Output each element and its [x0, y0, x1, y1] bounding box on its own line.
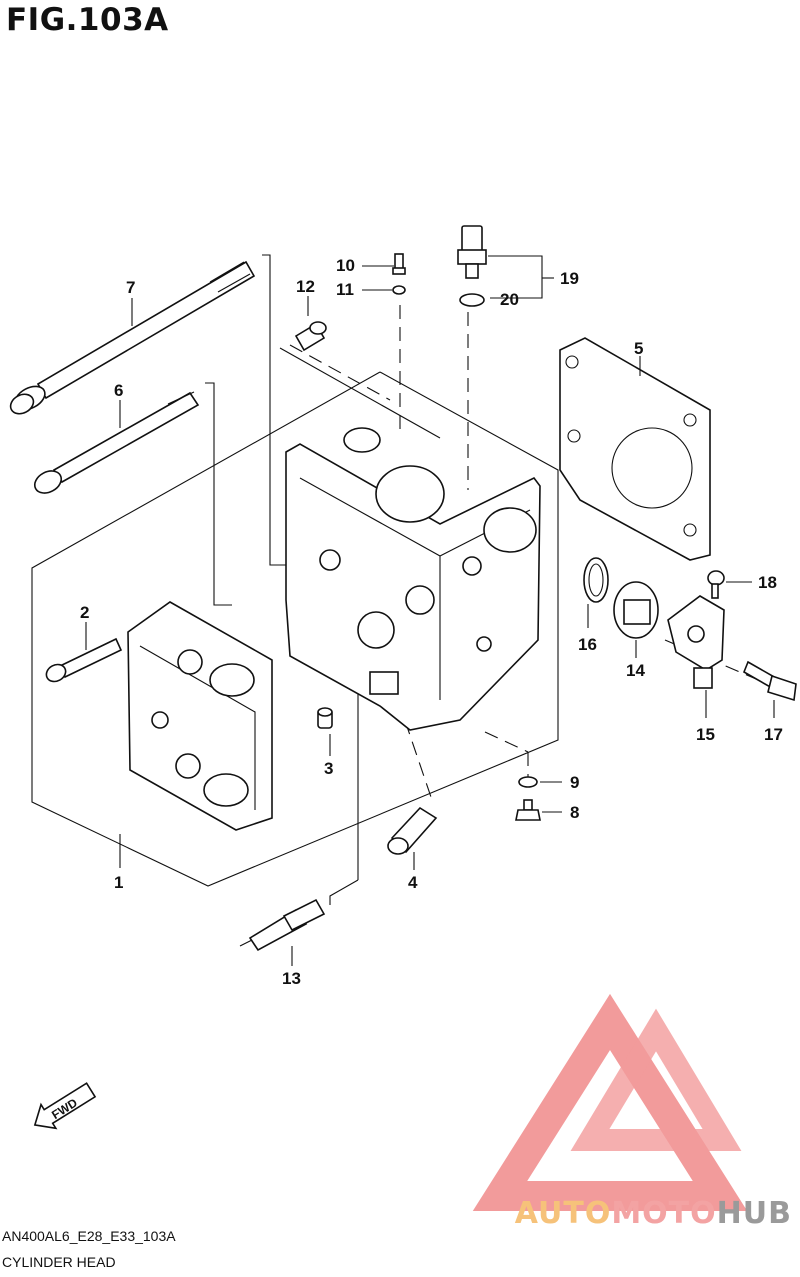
figure-code: AN400AL6_E28_E33_103A — [2, 1228, 176, 1244]
part-9-washer — [518, 776, 538, 788]
part-16-o-ring-inner — [588, 563, 604, 597]
figure-title: FIG.103A — [6, 2, 169, 38]
watermark-logo — [472, 993, 748, 1211]
cylinder-head-body — [285, 427, 541, 731]
callout-14: 14 — [626, 661, 645, 680]
construction-line — [262, 254, 290, 566]
part-19-sensor — [457, 225, 487, 279]
construction-line — [279, 347, 441, 439]
leader-lines — [85, 255, 775, 966]
part-14-thermostat — [613, 581, 659, 639]
callout-15: 15 — [696, 725, 715, 744]
part-17-bolt — [742, 660, 797, 702]
part-4-sleeve — [387, 806, 438, 855]
callout-7: 7 — [126, 278, 135, 297]
watermark-moto: MOTO — [611, 1196, 717, 1231]
callout-12: 12 — [296, 277, 315, 296]
part-12-dowel — [294, 321, 327, 352]
part-8-bolt — [515, 799, 541, 821]
fwd-arrow-icon: FWD — [33, 1082, 97, 1130]
assembly-outline — [31, 371, 559, 887]
part-1-camshaft-housing — [127, 601, 273, 831]
callout-19: 19 — [560, 269, 579, 288]
callout-13: 13 — [282, 969, 301, 988]
callout-6: 6 — [114, 381, 123, 400]
part-18-bolt — [707, 570, 725, 599]
callout-16: 16 — [578, 635, 597, 654]
callout-20: 20 — [500, 290, 519, 309]
callout-17: 17 — [764, 725, 783, 744]
centerline — [397, 699, 433, 801]
callout-2: 2 — [80, 603, 89, 622]
watermark-text: AUTOMOTOHUB — [515, 1196, 792, 1231]
part-3-dowel — [317, 707, 333, 729]
part-6-bolt — [33, 391, 200, 494]
part-5-gasket — [559, 337, 711, 561]
construction-line — [205, 382, 232, 606]
callout-10: 10 — [336, 256, 355, 275]
centerline — [484, 731, 529, 753]
part-20-o-ring — [459, 293, 485, 307]
watermark-hub: HUB — [716, 1196, 792, 1231]
callout-3: 3 — [324, 759, 333, 778]
callout-11: 11 — [336, 280, 354, 299]
callout-4: 4 — [408, 873, 418, 892]
part-15-thermostat-cover — [667, 595, 725, 689]
part-11-washer — [392, 285, 406, 295]
callout-5: 5 — [634, 339, 643, 358]
part-13-spark-plug — [239, 898, 326, 952]
part-2-bolt — [45, 637, 123, 683]
figure-name: CYLINDER HEAD — [2, 1254, 116, 1270]
part-7-bolt — [9, 260, 256, 415]
construction-line — [329, 879, 359, 905]
centerline — [289, 344, 391, 401]
part-10-plug — [392, 253, 406, 275]
callout-1: 1 — [114, 873, 123, 892]
watermark-auto: AUTO — [514, 1196, 612, 1231]
callout-8: 8 — [570, 803, 579, 822]
part-16-o-ring — [583, 557, 609, 603]
callout-18: 18 — [758, 573, 777, 592]
callout-9: 9 — [570, 773, 579, 792]
